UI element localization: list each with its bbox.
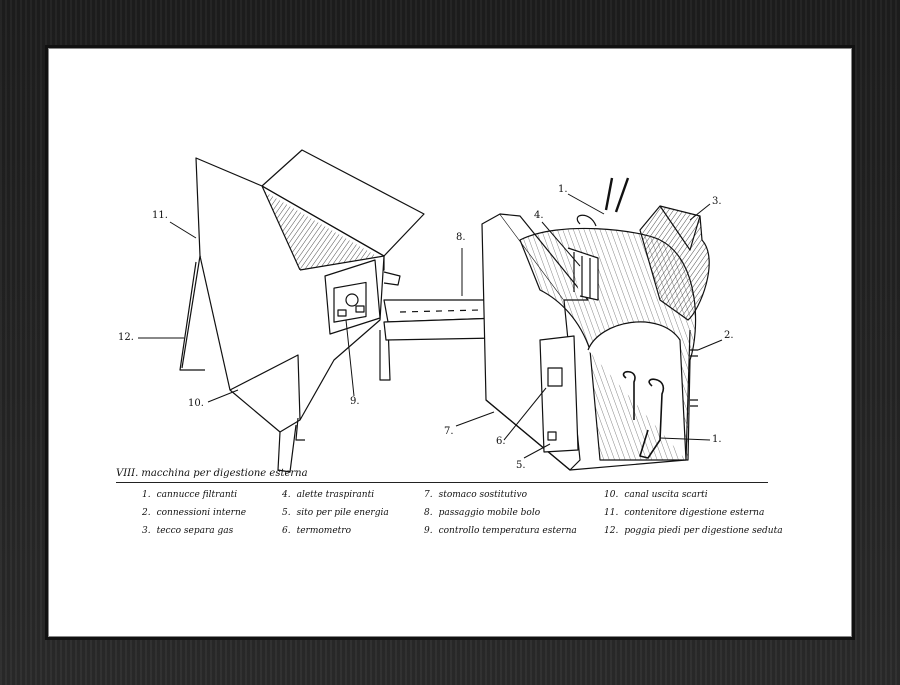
callout-10: 10. — [188, 398, 204, 409]
callout-11: 11. — [152, 210, 168, 221]
callout-8: 8. — [456, 232, 466, 243]
callout-1-bottom: 1. — [712, 434, 722, 445]
drawing-caption: VIII. macchina per digestione esterna — [116, 468, 308, 479]
callout-9: 9. — [350, 396, 360, 407]
callout-3: 3. — [712, 196, 722, 207]
substitute-stomach — [481, 177, 710, 471]
callout-5: 5. — [516, 460, 526, 471]
container-digestion — [179, 149, 425, 473]
legend-item: 6.termometro — [282, 526, 351, 536]
legend-item: 3.tecco separa gas — [142, 526, 234, 536]
callout-4: 4. — [534, 210, 544, 221]
callout-1-top: 1. — [558, 184, 568, 195]
mobile-bolus-passage — [383, 299, 501, 341]
machine-drawing — [138, 149, 723, 473]
legend-item: 5.sito per pile energia — [282, 508, 389, 518]
caption-divider — [116, 482, 768, 483]
leader-lines — [138, 193, 723, 459]
callout-2: 2. — [724, 330, 734, 341]
legend-item: 12.poggia piedi per digestione seduta — [604, 526, 783, 536]
legend-item: 4.alette traspiranti — [282, 490, 375, 500]
legend-item: 11.contenitore digestione esterna — [604, 508, 765, 518]
legend-item: 9.controllo temperatura esterna — [424, 526, 577, 536]
legend-item: 7.stomaco sostitutivo — [424, 490, 528, 500]
legend-item: 10.canal uscita scarti — [604, 490, 708, 500]
legend-item: 8.passaggio mobile bolo — [424, 508, 541, 518]
legend-item: 2.connessioni interne — [142, 508, 247, 518]
legend-item: 1.cannucce filtranti — [142, 490, 238, 500]
paper-mat — [48, 48, 852, 637]
callout-12: 12. — [118, 332, 134, 343]
callout-6: 6. — [496, 436, 506, 447]
callout-7: 7. — [444, 426, 454, 437]
